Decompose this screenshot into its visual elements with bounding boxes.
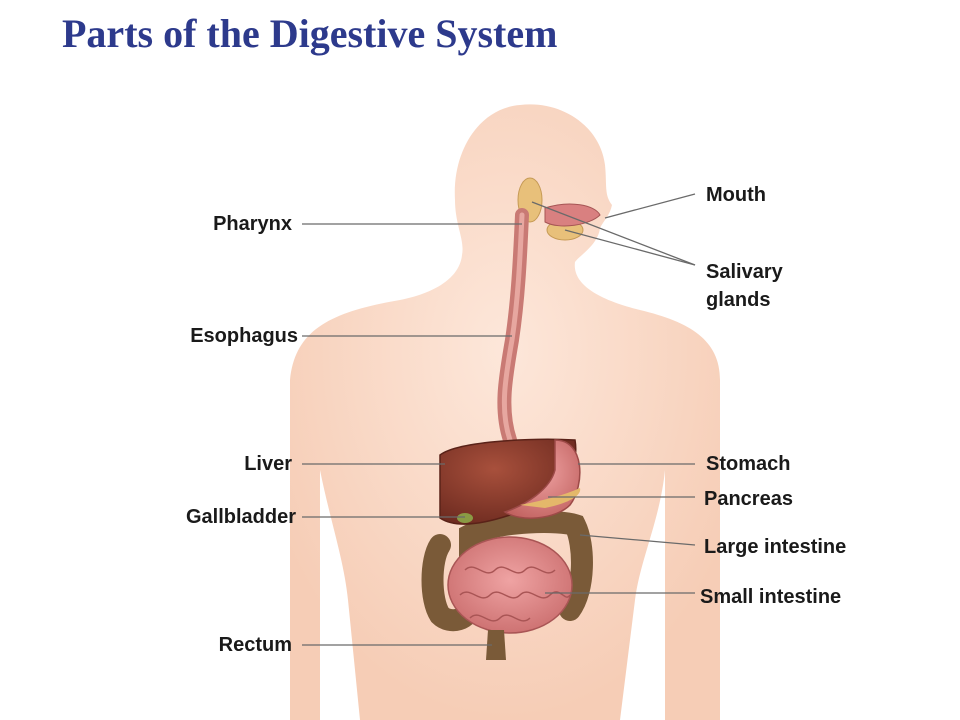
rectum	[486, 630, 506, 660]
label-liver: Liver	[244, 453, 292, 475]
label-mouth: Mouth	[706, 184, 766, 206]
label-pancreas: Pancreas	[704, 488, 793, 510]
small-intestine	[447, 536, 573, 634]
mouth-cavity	[544, 203, 601, 227]
label-large-intestine: Large intestine	[704, 536, 847, 558]
gallbladder	[457, 513, 473, 523]
salivary-leader-1	[531, 201, 696, 266]
page-title: Parts of the Digestive System	[62, 11, 558, 56]
label-salivary-glands: Salivary glands	[706, 258, 783, 314]
label-pharynx: Pharynx	[213, 213, 292, 235]
large-intestine-leader	[579, 534, 696, 546]
salivary-leader-2	[564, 229, 696, 266]
leader-lines	[302, 193, 696, 646]
label-stomach: Stomach	[706, 453, 791, 475]
label-esophagus: Esophagus	[190, 325, 298, 347]
large-intestine	[421, 511, 593, 632]
label-small-intestine: Small intestine	[700, 586, 842, 608]
label-gallbladder: Gallbladder	[185, 506, 296, 528]
mouth-leader	[604, 193, 696, 219]
label-rectum: Rectum	[218, 634, 292, 656]
label-salivary-line1: Salivary	[706, 261, 783, 283]
pancreas	[520, 488, 581, 508]
label-salivary-line2: glands	[706, 289, 771, 311]
